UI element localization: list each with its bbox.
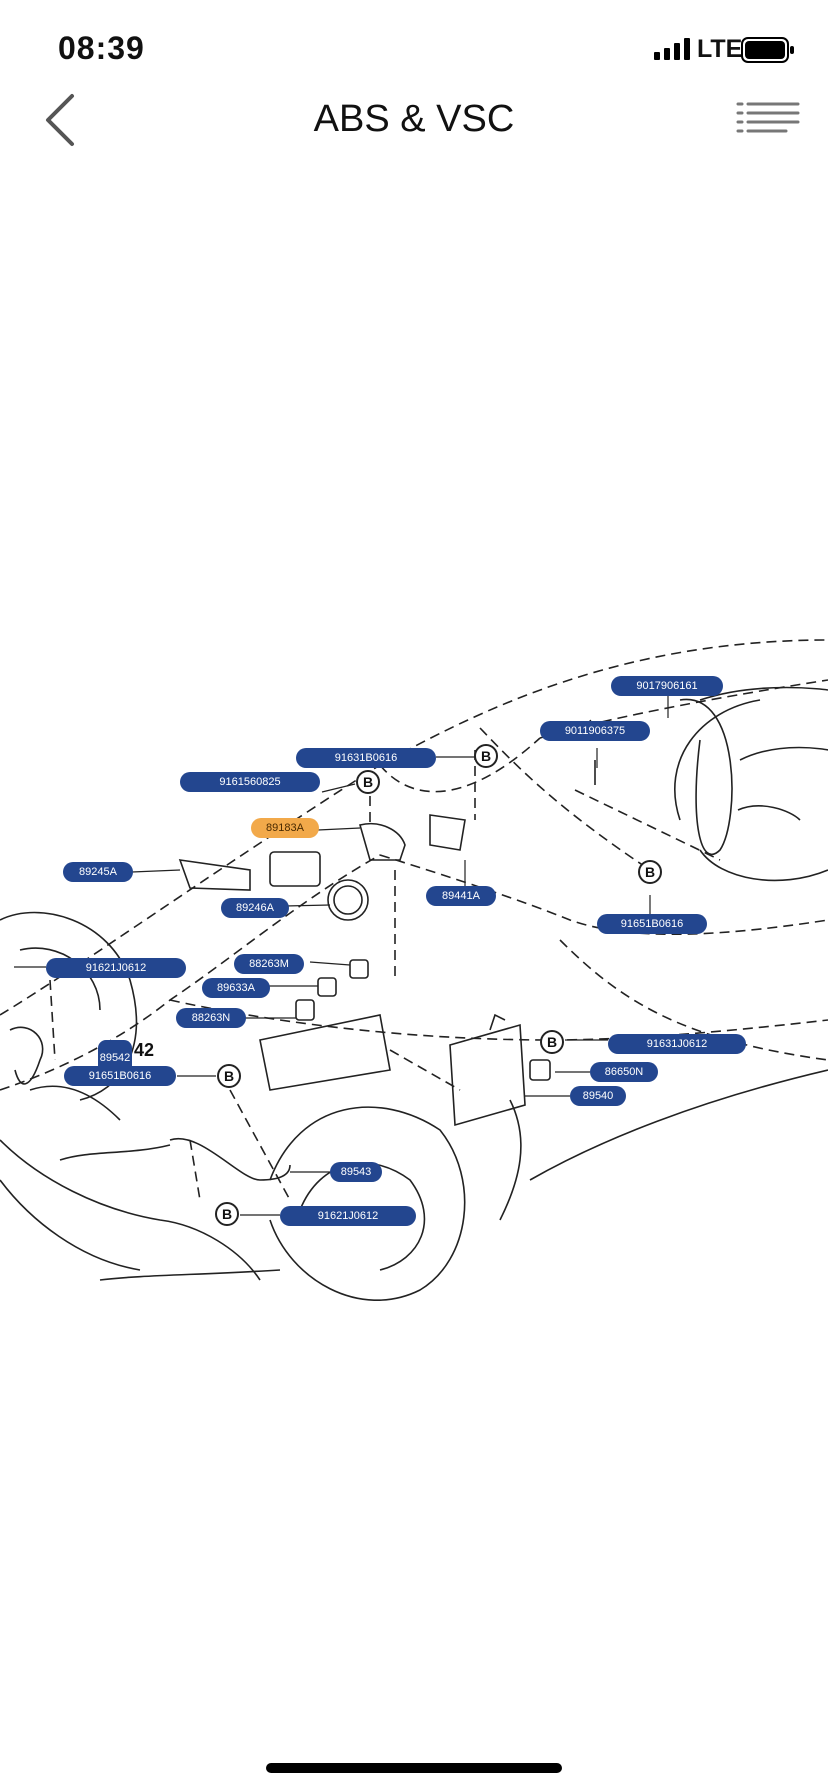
bolt-marker: B bbox=[356, 770, 380, 794]
part-label-91631j0612[interactable]: 91631J0612 bbox=[608, 1034, 746, 1054]
bolt-marker: B bbox=[474, 744, 498, 768]
part-label-9017906161[interactable]: 9017906161 bbox=[611, 676, 723, 696]
list-menu-icon[interactable] bbox=[736, 100, 800, 140]
part-label-89183a-highlighted[interactable]: 89183A bbox=[251, 818, 319, 838]
page-title: ABS & VSC bbox=[313, 98, 515, 140]
signal-icon bbox=[654, 38, 690, 60]
part-label-91621j0612-left[interactable]: 91621J0612 bbox=[46, 958, 186, 978]
part-label-89540[interactable]: 89540 bbox=[570, 1086, 626, 1106]
bolt-marker: B bbox=[638, 860, 662, 884]
part-label-89543[interactable]: 89543 bbox=[330, 1162, 382, 1182]
part-label-91631b0616[interactable]: 91631B0616 bbox=[296, 748, 436, 768]
status-bar: 08:39 LTE bbox=[0, 0, 828, 100]
part-label-89633a[interactable]: 89633A bbox=[202, 978, 270, 998]
part-label-89245a[interactable]: 89245A bbox=[63, 862, 133, 882]
parts-diagram: 9017906161 9011906375 91631B0616 9161560… bbox=[0, 620, 828, 1500]
part-label-9011906375[interactable]: 9011906375 bbox=[540, 721, 650, 741]
part-label-88263m[interactable]: 88263M bbox=[234, 954, 304, 974]
status-time: 08:39 bbox=[58, 30, 145, 66]
home-indicator[interactable] bbox=[266, 1763, 562, 1773]
part-label-88263n[interactable]: 88263N bbox=[176, 1008, 246, 1028]
battery-icon bbox=[741, 37, 794, 63]
part-label-9161560825[interactable]: 9161560825 bbox=[180, 772, 320, 792]
bolt-marker: B bbox=[540, 1030, 564, 1054]
bolt-marker: B bbox=[215, 1202, 239, 1226]
navigation-bar: ABS & VSC bbox=[0, 80, 828, 160]
part-label-89246a[interactable]: 89246A bbox=[221, 898, 289, 918]
bolt-marker: B bbox=[217, 1064, 241, 1088]
chevron-left-icon[interactable] bbox=[38, 90, 86, 150]
callout-number: 42 bbox=[134, 1040, 155, 1060]
part-label-86650n[interactable]: 86650N bbox=[590, 1062, 658, 1082]
part-label-91651b0616-rear[interactable]: 91651B0616 bbox=[597, 914, 707, 934]
part-label-89441a[interactable]: 89441A bbox=[426, 886, 496, 906]
part-label-91621j0612-front[interactable]: 91621J0612 bbox=[280, 1206, 416, 1226]
network-type: LTE bbox=[697, 35, 743, 63]
part-label-91651b0616-front[interactable]: 91651B0616 bbox=[64, 1066, 176, 1086]
